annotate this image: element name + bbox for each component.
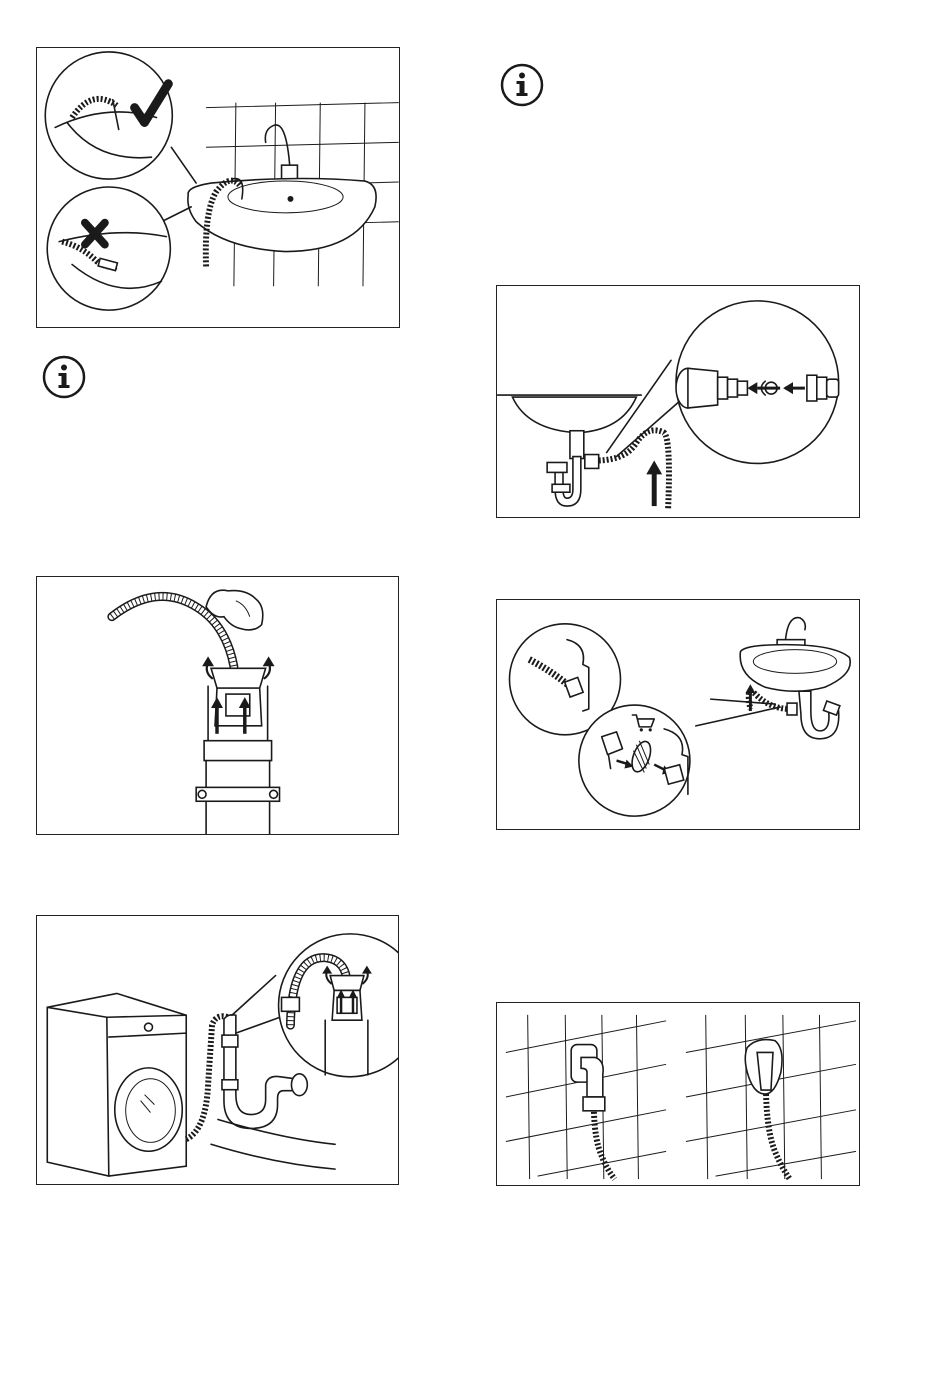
sink: [740, 645, 850, 692]
arrow-up-icon: [745, 684, 755, 693]
sink-trap-filter-figure: [496, 599, 860, 830]
arrow-up-icon: [646, 460, 662, 474]
wall-outlet-figure: [496, 1002, 860, 1186]
standpipe: [204, 741, 271, 761]
arrow-out-icon: [202, 656, 214, 666]
sink-trap: [799, 691, 839, 739]
incorrect-callout: [47, 187, 170, 310]
washer-drain-hose-figure: [36, 915, 399, 1185]
info-icon: [41, 354, 87, 400]
sink: [188, 178, 376, 251]
arrow-out-icon: [263, 656, 275, 666]
pipe-adapter: [211, 668, 266, 688]
info-icon: [499, 62, 545, 108]
standpipe-hose-figure: [36, 576, 399, 835]
wall-bracket: [196, 787, 279, 801]
sink-hose-placement-figure: [36, 47, 400, 328]
drain-hose: [749, 691, 791, 709]
wall-tiles: [506, 1015, 856, 1179]
hose-clamp: [282, 997, 300, 1011]
siphon-connector-figure: [496, 285, 860, 518]
basin: [512, 397, 636, 433]
